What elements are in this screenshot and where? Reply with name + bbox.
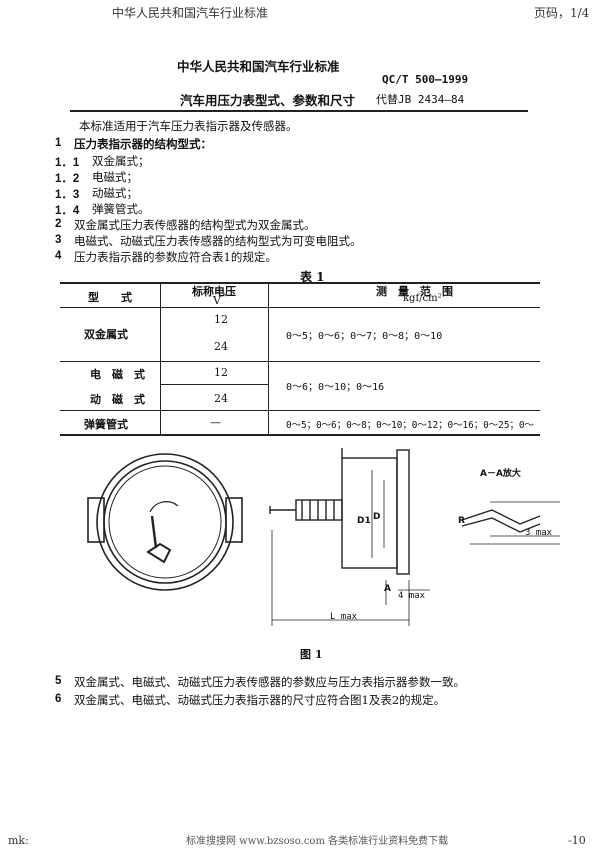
table-row-em-type: 电 磁 式 <box>90 368 145 381</box>
page-header-title: 中华人民共和国汽车行业标准 <box>112 6 269 20</box>
table-row-em-mm-range: 0～6；0～10；0～16 <box>286 382 385 393</box>
table-bottom-rule <box>60 434 540 436</box>
section-1-1-number: 1．1 <box>55 157 80 169</box>
dim-d-label: D <box>373 512 381 522</box>
section-1-2-text: 电磁式； <box>92 170 138 184</box>
figure-1-caption: 图 1 <box>300 648 323 661</box>
detail-a-a-view <box>461 501 560 545</box>
table-header-type: 型 式 <box>88 291 132 304</box>
standard-code: QC/T 500—1999 <box>382 73 469 86</box>
section-4-text: 压力表指示器的参数应符合表1的规定。 <box>74 250 277 264</box>
table-row-rule-2 <box>60 410 540 411</box>
section-1-1-text: 双金属式； <box>92 154 150 168</box>
table-1-caption: 表 1 <box>300 270 325 284</box>
intro-paragraph: 本标准适用于汽车压力表指示器及传感器。 <box>79 119 298 133</box>
section-1-4-text: 弹簧管式。 <box>92 202 150 216</box>
table-row-bimetal-voltage-1: 12 <box>214 313 228 326</box>
section-2-number: 2 <box>55 218 62 230</box>
footer-left: mk: <box>8 834 29 847</box>
section-1-4-number: 1．4 <box>55 205 80 217</box>
table-row-mm-voltage: 24 <box>214 392 228 405</box>
replaces-code: 代替JB 2434—84 <box>376 93 465 106</box>
section-4-number: 4 <box>55 250 62 262</box>
table-row-bimetal-range: 0～5；0～6；0～7；0～8；0～10 <box>286 331 443 342</box>
section-6-text: 双金属式、电磁式、动磁式压力表指示器的尺寸应符合图1及表2的规定。 <box>74 693 446 707</box>
dim-d1-label: D1 <box>357 516 371 526</box>
section-1-3-text: 动磁式； <box>92 186 138 200</box>
table-header-voltage-unit: V <box>213 294 221 307</box>
table-row-rule-inner <box>160 384 268 385</box>
detail-a-a-label: A－A放大 <box>480 469 521 479</box>
section-1-number: 1 <box>55 137 62 149</box>
section-3-text: 电磁式、动磁式压力表传感器的结构型式为可变电阻式。 <box>74 234 362 248</box>
footer-watermark: 标准搜搜网 www.bzsoso.com 各类标准行业资料免费下载 <box>186 836 449 847</box>
table-col-rule-1 <box>160 282 161 435</box>
table-row-bimetal-voltage-2: 24 <box>214 340 228 353</box>
section-1-text: 压力表指示器的结构型式： <box>74 137 212 151</box>
table-row-em-voltage: 12 <box>214 366 228 379</box>
table-row-spring-voltage: — <box>210 416 221 429</box>
table-header-voltage: 标称电压 <box>192 285 236 298</box>
section-3-number: 3 <box>55 234 62 246</box>
section-6-number: 6 <box>55 693 62 705</box>
title-rule <box>70 110 528 112</box>
section-5-text: 双金属式、电磁式、动磁式压力表传感器的参数应与压力表指示器参数一致。 <box>74 675 465 689</box>
radius-r-label: R <box>458 516 465 526</box>
table-row-rule-1 <box>60 361 540 362</box>
section-2-text: 双金属式压力表传感器的结构型式为双金属式。 <box>74 218 316 232</box>
table-row-mm-type: 动 磁 式 <box>90 393 145 406</box>
dim-4max-label: 4 max <box>398 591 426 601</box>
table-header-range-unit: kgf/cm² <box>403 293 442 304</box>
section-1-3-number: 1．3 <box>55 189 80 201</box>
table-header-rule <box>60 307 540 308</box>
section-5-number: 5 <box>55 675 62 687</box>
figure-1-drawing <box>87 448 560 626</box>
dim-3max-label: 3 max <box>525 528 553 538</box>
section-1-2-number: 1．2 <box>55 173 80 185</box>
table-row-spring-range: 0～5；0～6；0～8；0～10；0～12；0～16；0～25；0～ <box>286 420 534 431</box>
page-number: 页码，1/4 <box>534 6 590 20</box>
gauge-front-view <box>87 453 243 591</box>
section-a-label: A <box>384 584 391 594</box>
table-col-rule-2 <box>268 282 269 435</box>
footer-right: -10 <box>568 834 586 847</box>
standard-org: 中华人民共和国汽车行业标准 <box>177 59 340 74</box>
gauge-side-view <box>269 448 430 626</box>
dim-lmax-label: L max <box>330 612 358 622</box>
table-row-spring-type: 弹簧管式 <box>84 418 128 431</box>
table-header-range: 测 量 范 围 <box>376 285 453 298</box>
document-title: 汽车用压力表型式、参数和尺寸 <box>180 93 356 108</box>
table-row-bimetal-type: 双金属式 <box>84 328 128 341</box>
table-top-rule <box>60 282 540 284</box>
